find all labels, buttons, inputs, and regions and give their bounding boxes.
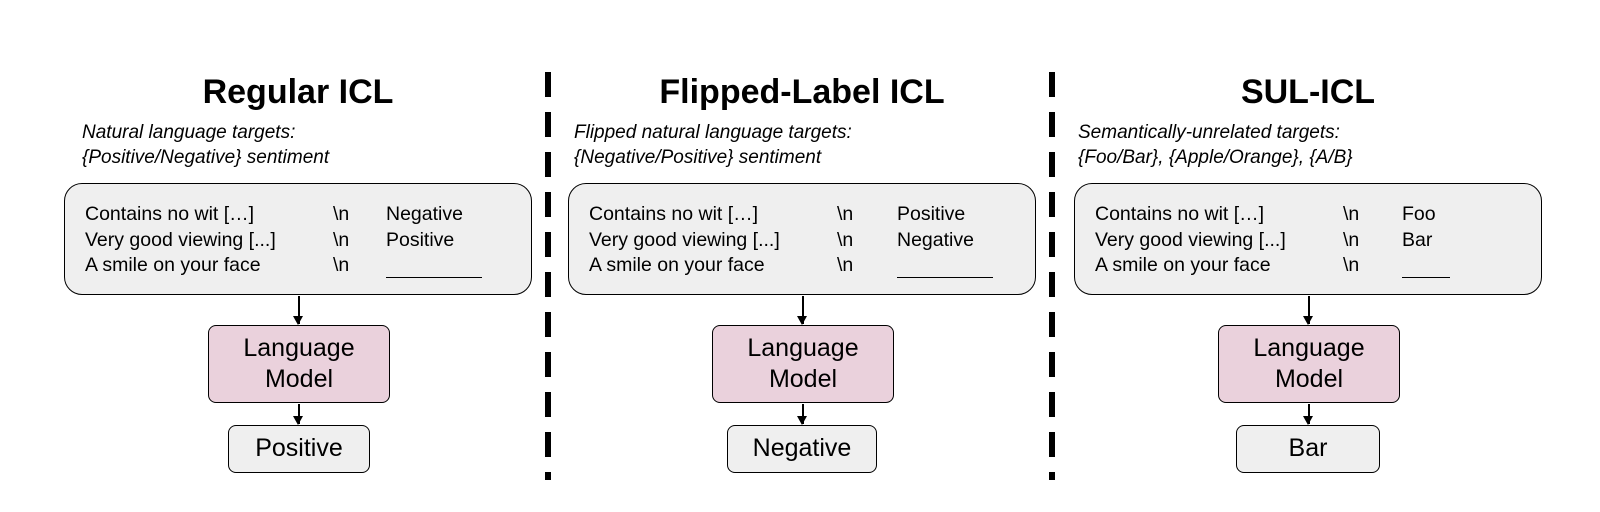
- arrow-prompt-to-model: [1304, 296, 1312, 325]
- panel-divider: [545, 72, 551, 480]
- panel-subtitle: Semantically-unrelated targets: {Foo/Bar…: [1078, 120, 1353, 170]
- example-label: Bar: [1402, 229, 1433, 251]
- example-separator: \n: [837, 229, 854, 251]
- panel-title: Flipped-Label ICL: [659, 73, 945, 111]
- language-model-box: Language Model: [208, 325, 390, 403]
- model-label-line: Model: [768, 365, 838, 393]
- arrow-prompt-to-model: [294, 296, 302, 325]
- example-input: Contains no wit […]: [85, 203, 255, 225]
- arrow-model-to-output: [294, 404, 302, 425]
- example-input: Contains no wit […]: [589, 203, 759, 225]
- query-input: A smile on your face: [85, 254, 261, 276]
- subtitle-line: Natural language targets:: [82, 122, 296, 143]
- panel-subtitle: Flipped natural language targets: {Negat…: [574, 120, 852, 170]
- panel-title: SUL-ICL: [1240, 73, 1376, 111]
- example-label: Negative: [386, 203, 463, 225]
- example-label: Positive: [386, 229, 455, 251]
- model-label-line: Model: [1274, 365, 1344, 393]
- arrow-prompt-to-model: [798, 296, 806, 325]
- model-label-line: Language: [1253, 334, 1365, 362]
- output-box: Positive: [228, 425, 370, 473]
- query-separator: \n: [1343, 254, 1360, 276]
- prompt-box: Contains no wit […] \n Negative Very goo…: [64, 183, 532, 295]
- example-separator: \n: [333, 203, 350, 225]
- panel-divider: [1049, 72, 1055, 480]
- answer-blank: [897, 253, 993, 278]
- arrow-model-to-output: [798, 404, 806, 425]
- answer-blank: [386, 253, 482, 278]
- query-input: A smile on your face: [1095, 254, 1271, 276]
- output-box: Bar: [1236, 425, 1380, 473]
- model-label-line: Language: [747, 334, 859, 362]
- arrow-model-to-output: [1304, 404, 1312, 425]
- panel-subtitle: Natural language targets: {Positive/Nega…: [82, 120, 329, 170]
- prompt-box: Contains no wit […] \n Positive Very goo…: [568, 183, 1036, 295]
- panel-sul-icl: SUL-ICL Semantically-unrelated targets: …: [1068, 0, 1548, 512]
- model-label-line: Language: [243, 334, 355, 362]
- query-separator: \n: [837, 254, 854, 276]
- model-label-line: Model: [264, 365, 334, 393]
- example-separator: \n: [333, 229, 350, 251]
- panel-title: Regular ICL: [202, 73, 394, 111]
- example-separator: \n: [1343, 203, 1360, 225]
- query-input: A smile on your face: [589, 254, 765, 276]
- example-input: Contains no wit […]: [1095, 203, 1265, 225]
- subtitle-line: {Positive/Negative} sentiment: [82, 147, 330, 168]
- example-label: Positive: [897, 203, 966, 225]
- panel-flipped-label-icl: Flipped-Label ICL Flipped natural langua…: [562, 0, 1042, 512]
- example-separator: \n: [1343, 229, 1360, 251]
- example-label: Negative: [897, 229, 974, 251]
- example-separator: \n: [837, 203, 854, 225]
- language-model-box: Language Model: [712, 325, 894, 403]
- subtitle-line: {Foo/Bar}, {Apple/Orange}, {A/B}: [1078, 147, 1353, 168]
- prompt-box: Contains no wit […] \n Foo Very good vie…: [1074, 183, 1542, 295]
- panel-regular-icl: Regular ICL Natural language targets: {P…: [58, 0, 538, 512]
- example-input: Very good viewing [...]: [85, 229, 276, 251]
- language-model-box: Language Model: [1218, 325, 1400, 403]
- answer-blank: [1402, 253, 1450, 278]
- query-separator: \n: [333, 254, 350, 276]
- subtitle-line: Flipped natural language targets:: [574, 122, 852, 143]
- example-input: Very good viewing [...]: [1095, 229, 1286, 251]
- subtitle-line: {Negative/Positive} sentiment: [574, 147, 822, 168]
- subtitle-line: Semantically-unrelated targets:: [1078, 122, 1340, 143]
- example-label: Foo: [1402, 203, 1436, 225]
- example-input: Very good viewing [...]: [589, 229, 780, 251]
- output-box: Negative: [727, 425, 877, 473]
